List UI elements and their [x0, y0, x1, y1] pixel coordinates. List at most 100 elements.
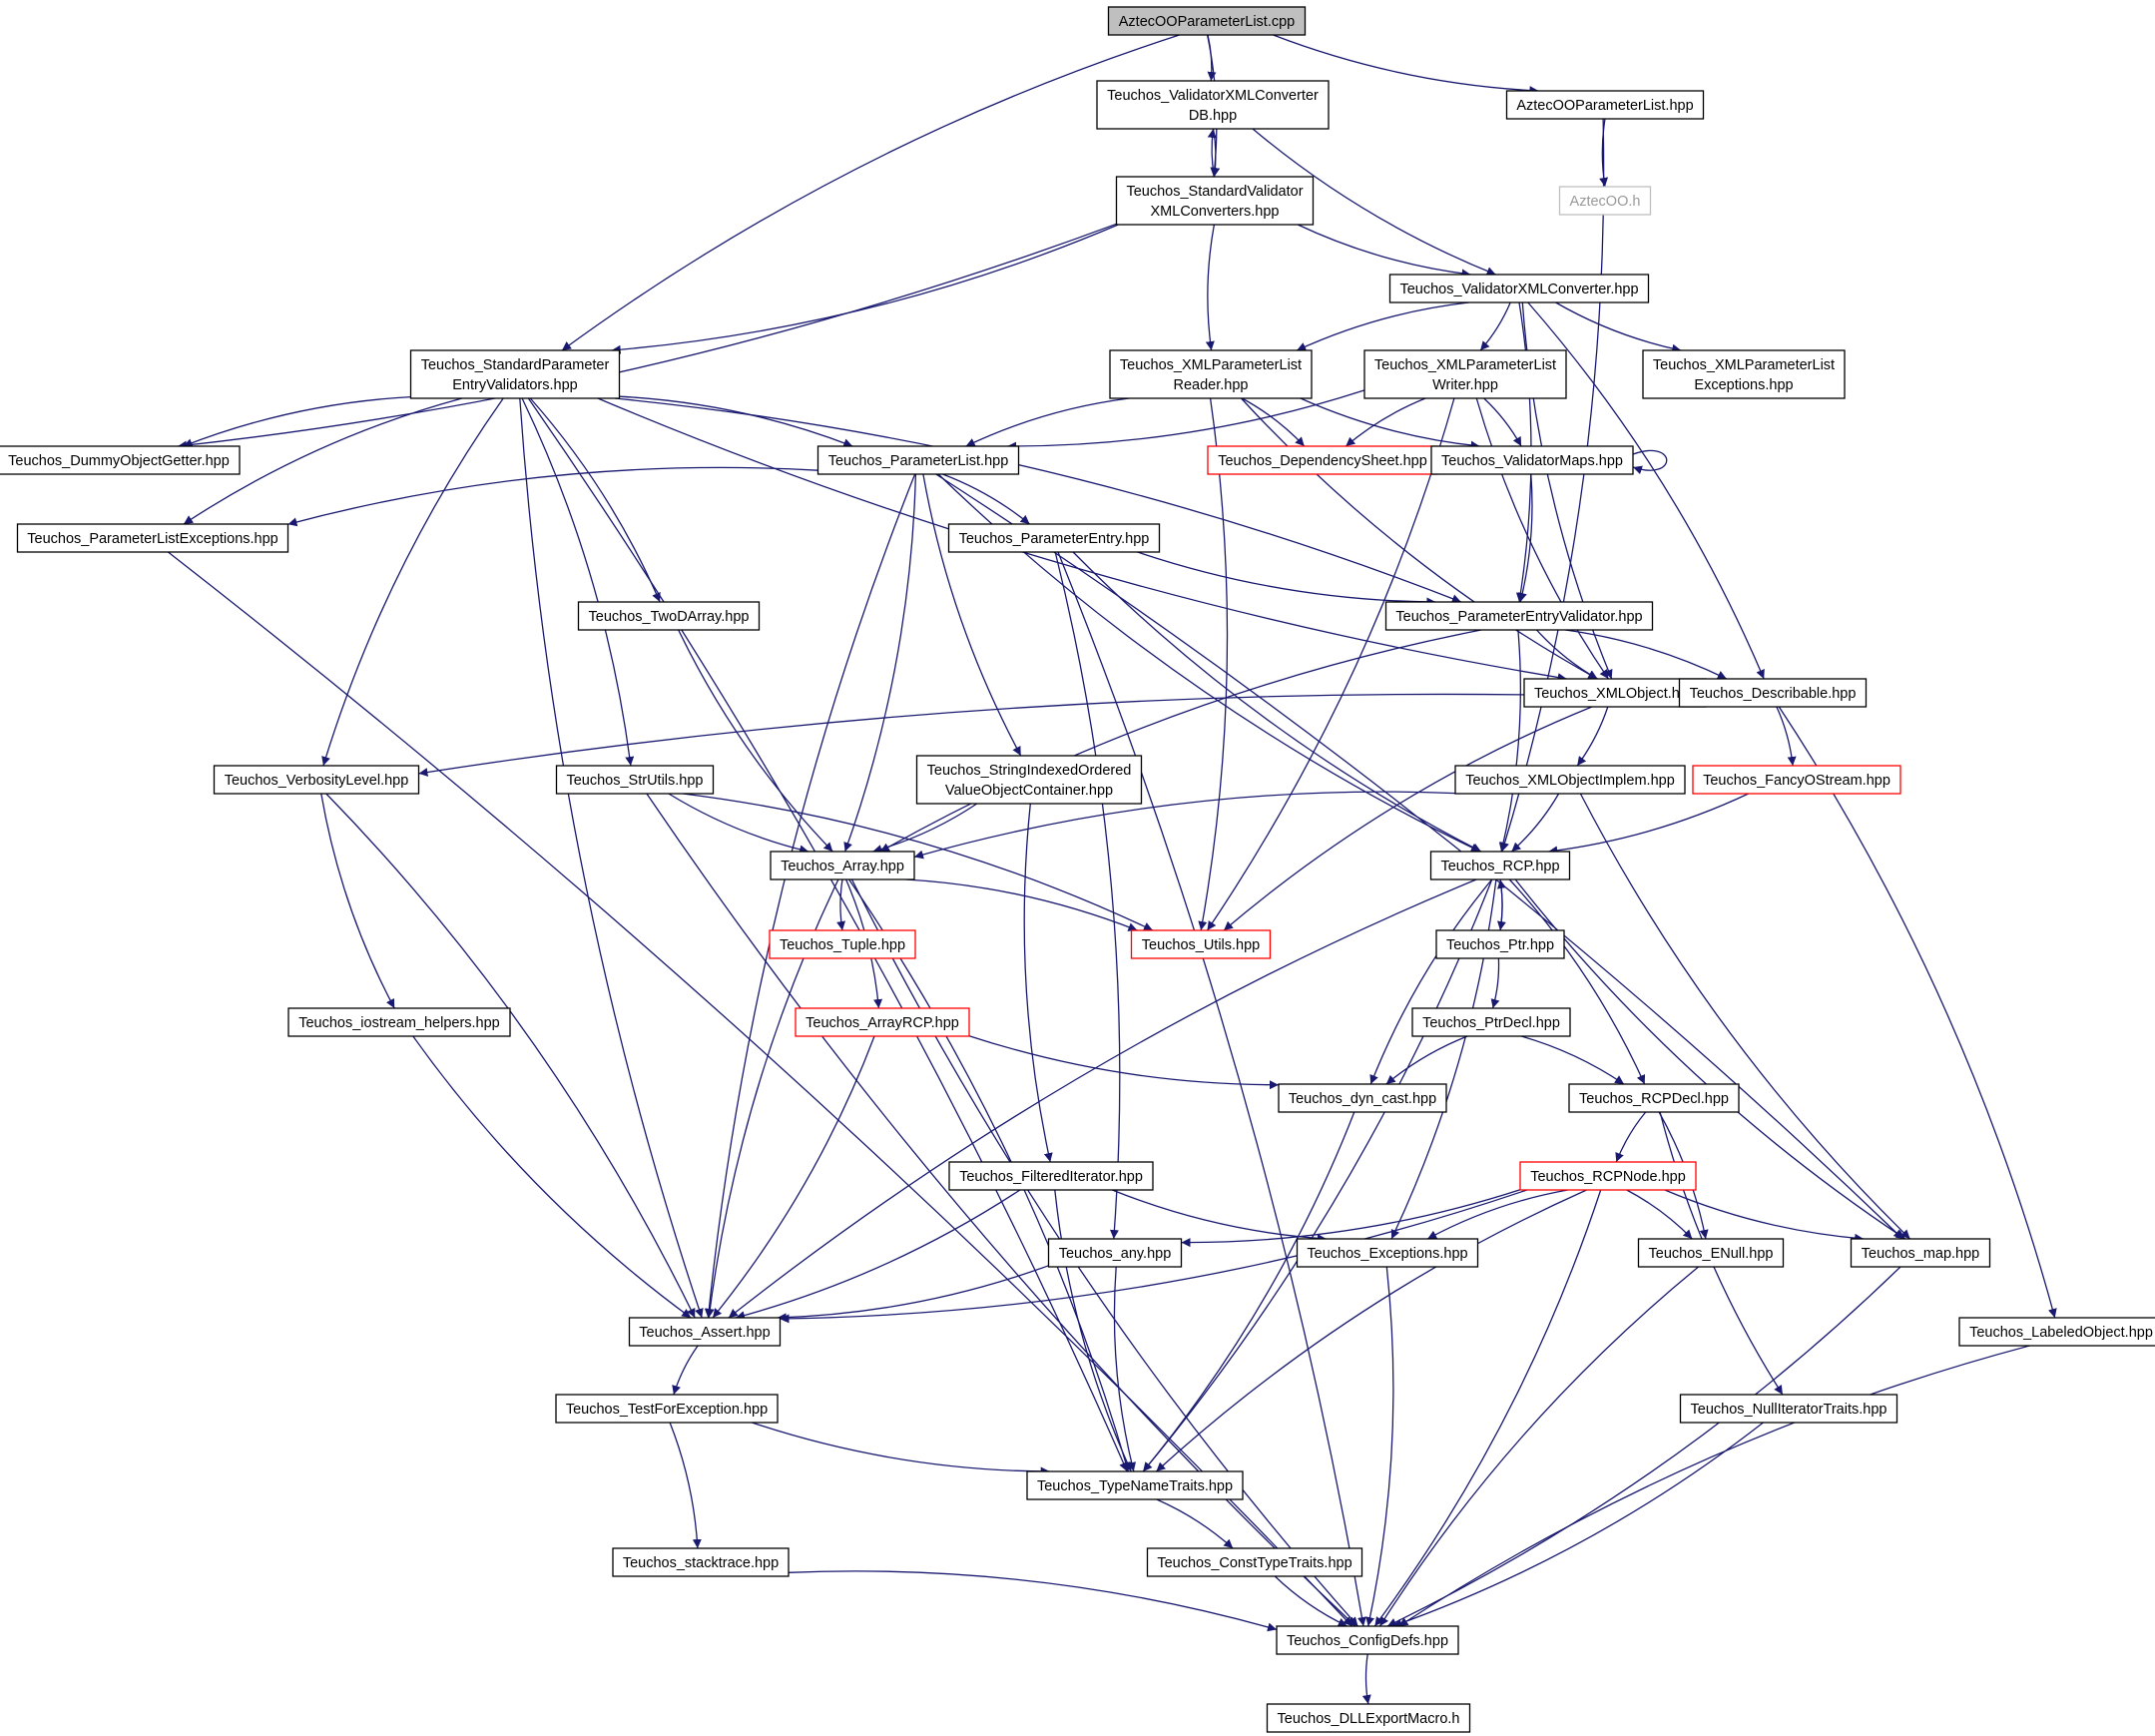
edge-su-arr: [668, 793, 809, 855]
node-map[interactable]: Teuchos_map.hpp: [1850, 1238, 1991, 1268]
edge-ptrd-dyn: [1385, 1035, 1468, 1085]
edge-root-spev: [561, 34, 1180, 351]
node-box: [0, 445, 241, 475]
node-su[interactable]: Teuchos_StrUtils.hpp: [555, 765, 715, 795]
node-dyn[interactable]: Teuchos_dyn_cast.hpp: [1278, 1083, 1447, 1113]
edge-root-aopl: [1273, 34, 1539, 96]
edge-xplr-pl: [965, 397, 1130, 447]
edge-spev-tnt: [527, 397, 1128, 1472]
node-sio[interactable]: Teuchos_StringIndexedOrderedValueObjectC…: [915, 755, 1143, 805]
node-fi[interactable]: Teuchos_FilteredIterator.hpp: [948, 1161, 1154, 1191]
edge-xplw-util: [1206, 397, 1455, 931]
node-fos[interactable]: Teuchos_FancyOStream.hpp: [1692, 765, 1901, 795]
edge-spev-pl: [619, 395, 853, 447]
node-label: Teuchos_ValidatorXMLConverter.hpp: [1399, 282, 1638, 297]
file-nodes: AztecOOParameterList.cppTeuchos_Validato…: [0, 6, 2155, 1733]
edge-desc-lo: [1778, 706, 2057, 1319]
node-enull[interactable]: Teuchos_ENull.hpp: [1637, 1238, 1785, 1268]
node-box: [1363, 349, 1567, 399]
edge-any-tnt: [1113, 1266, 1136, 1472]
node-pl[interactable]: Teuchos_ParameterList.hpp: [816, 445, 1020, 475]
node-arcp[interactable]: Teuchos_ArrayRCP.hpp: [795, 1007, 970, 1037]
node-box: [1107, 6, 1307, 36]
edge-xoi-rcp: [1510, 793, 1560, 853]
node-pev[interactable]: Teuchos_ParameterEntryValidator.hpp: [1384, 601, 1654, 631]
node-exc[interactable]: Teuchos_Exceptions.hpp: [1296, 1238, 1479, 1268]
edge-xplw-ds: [1345, 397, 1426, 447]
node-xoi[interactable]: Teuchos_XMLObjectImplem.hpp: [1454, 765, 1686, 795]
node-st[interactable]: Teuchos_stacktrace.hpp: [612, 1547, 790, 1577]
node-box: [1130, 929, 1272, 959]
node-ple[interactable]: Teuchos_ParameterListExceptions.hpp: [16, 523, 289, 553]
edge-nit-cd: [1392, 1422, 1764, 1628]
node-dll[interactable]: Teuchos_DLLExportMacro.h: [1266, 1703, 1471, 1733]
node-box: [1115, 176, 1315, 226]
edge-tda-arr: [678, 629, 833, 853]
node-cd[interactable]: Teuchos_ConfigDefs.hpp: [1276, 1625, 1459, 1655]
node-desc[interactable]: Teuchos_Describable.hpp: [1678, 678, 1868, 708]
node-tnt[interactable]: Teuchos_TypeNameTraits.hpp: [1026, 1470, 1244, 1500]
edge-pev-desc: [1565, 629, 1728, 680]
node-ctt[interactable]: Teuchos_ConstTypeTraits.hpp: [1146, 1547, 1363, 1577]
node-box: [287, 1007, 511, 1037]
node-aopl[interactable]: AztecOOParameterList.hpp: [1505, 90, 1705, 120]
node-svxc[interactable]: Teuchos_StandardValidatorXMLConverters.h…: [1115, 176, 1315, 226]
node-label: Teuchos_TestForException.hpp: [566, 1402, 768, 1418]
node-label: Teuchos_RCPDecl.hpp: [1579, 1091, 1729, 1107]
node-rcpn[interactable]: Teuchos_RCPNode.hpp: [1519, 1161, 1697, 1191]
node-label: Teuchos_Exceptions.hpp: [1307, 1246, 1467, 1262]
edge-pe-pev: [1137, 551, 1436, 607]
edge-aopl-rcp: [1500, 118, 1605, 853]
node-vl[interactable]: Teuchos_VerbosityLevel.hpp: [213, 765, 420, 795]
node-ptr[interactable]: Teuchos_Ptr.hpp: [1435, 929, 1565, 959]
edge-xo-util: [1223, 706, 1593, 931]
node-ioh[interactable]: Teuchos_iostream_helpers.hpp: [287, 1007, 511, 1037]
node-aztecooh[interactable]: AztecOO.h: [1558, 186, 1652, 216]
node-rcp[interactable]: Teuchos_RCP.hpp: [1429, 851, 1571, 880]
node-tfe[interactable]: Teuchos_TestForException.hpp: [555, 1394, 779, 1424]
edge-vl-ioh: [320, 793, 395, 1009]
node-ds[interactable]: Teuchos_DependencySheet.hpp: [1207, 445, 1438, 475]
node-spev[interactable]: Teuchos_StandardParameterEntryValidators…: [409, 349, 621, 399]
node-arr[interactable]: Teuchos_Array.hpp: [770, 851, 915, 880]
node-box: [1430, 445, 1634, 475]
edge-exc-cd: [1365, 1266, 1394, 1627]
node-label: Teuchos_XMLParameterList: [1653, 357, 1835, 373]
node-label: Teuchos_ValidatorMaps.hpp: [1441, 453, 1623, 469]
node-dog[interactable]: Teuchos_DummyObjectGetter.hpp: [0, 445, 241, 475]
node-label: Teuchos_ConstTypeTraits.hpp: [1157, 1555, 1351, 1571]
node-util[interactable]: Teuchos_Utils.hpp: [1130, 929, 1272, 959]
node-lo[interactable]: Teuchos_LabeledObject.hpp: [1958, 1317, 2155, 1347]
node-label: Teuchos_XMLParameterList: [1374, 357, 1556, 373]
edge-xoi-arr: [913, 791, 1456, 860]
edge-map-cd: [1386, 1266, 1901, 1627]
node-tup[interactable]: Teuchos_Tuple.hpp: [769, 929, 916, 959]
edge-fi-asrt: [735, 1189, 1021, 1320]
node-ptrd[interactable]: Teuchos_PtrDecl.hpp: [1411, 1007, 1571, 1037]
node-rcpd[interactable]: Teuchos_RCPDecl.hpp: [1568, 1083, 1740, 1113]
edge-vm-vm: [1632, 449, 1668, 475]
edge-ptrd-rcpd: [1520, 1035, 1625, 1085]
node-nit[interactable]: Teuchos_NullIteratorTraits.hpp: [1679, 1394, 1898, 1424]
node-label: Reader.hpp: [1174, 377, 1249, 393]
node-box: [1026, 1470, 1244, 1500]
edge-fos-rcp: [1548, 793, 1749, 856]
node-pe[interactable]: Teuchos_ParameterEntry.hpp: [947, 523, 1161, 553]
node-root[interactable]: AztecOOParameterList.cpp: [1107, 6, 1307, 36]
edge-tfe-st: [669, 1422, 702, 1549]
node-vm[interactable]: Teuchos_ValidatorMaps.hpp: [1430, 445, 1634, 475]
node-xo[interactable]: Teuchos_XMLObject.hpp: [1523, 678, 1707, 708]
node-box: [816, 445, 1020, 475]
node-label: Teuchos_TwoDArray.hpp: [589, 609, 750, 625]
node-asrt[interactable]: Teuchos_Assert.hpp: [628, 1317, 782, 1347]
node-tda[interactable]: Teuchos_TwoDArray.hpp: [577, 601, 761, 631]
node-label: Teuchos_ParameterListExceptions.hpp: [27, 531, 277, 547]
node-any[interactable]: Teuchos_any.hpp: [1047, 1238, 1183, 1268]
edge-pl-asrt: [704, 473, 916, 1319]
node-vxc[interactable]: Teuchos_ValidatorXMLConverter.hpp: [1388, 274, 1650, 303]
node-label: AztecOO.h: [1570, 194, 1641, 210]
